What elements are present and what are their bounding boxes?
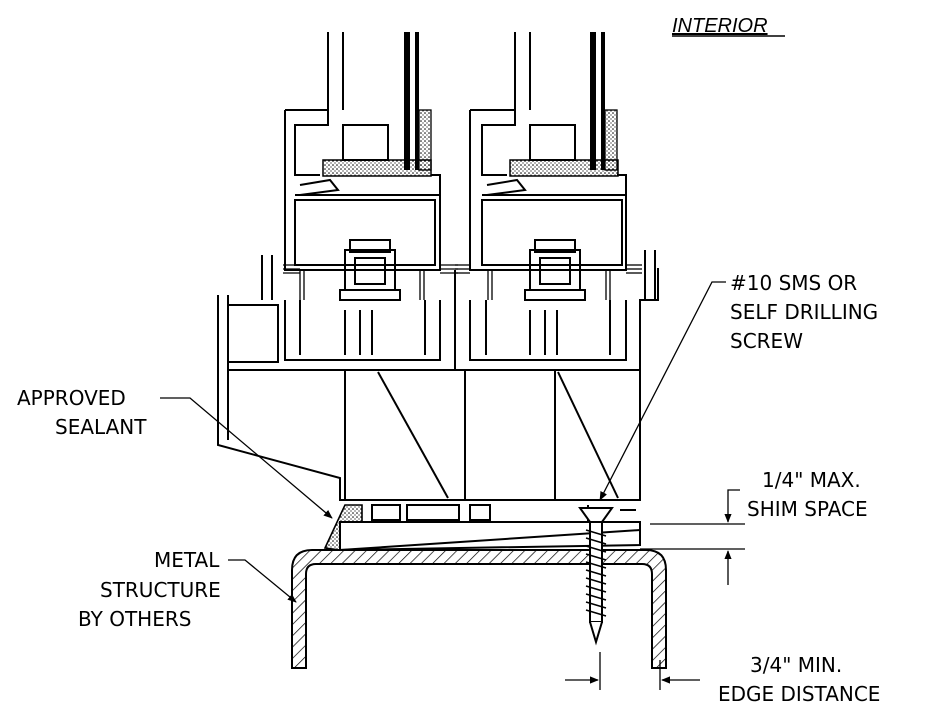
sill-frame: [217, 250, 659, 522]
shim-dimension: [640, 489, 745, 585]
right-sash: [455, 32, 642, 301]
right-glazing-gasket: [509, 159, 619, 177]
shim-callout-line2: SHIM SPACE: [747, 497, 868, 521]
screw-leader: [599, 281, 726, 501]
structure-callout-line3: BY OTHERS: [78, 607, 191, 631]
left-sash: [283, 32, 458, 301]
structure-callout-line2: STRUCTURE: [100, 578, 221, 602]
structure-leader: [228, 559, 297, 603]
screw-callout-line3: SCREW: [730, 329, 803, 353]
shim-callout-line1: 1/4" MAX.: [762, 468, 861, 492]
screw-callout-line1: #10 SMS OR: [730, 271, 857, 295]
sealant-callout-line2: SEALANT: [55, 415, 147, 439]
sealant-callout-line1: APPROVED: [17, 386, 126, 410]
screw: [578, 507, 614, 646]
screw-callout-line2: SELF DRILLING: [730, 300, 878, 324]
structure-callout-line1: METAL: [154, 548, 220, 572]
edge-callout-line2: EDGE DISTANCE: [718, 682, 880, 706]
interior-label: INTERIOR: [672, 15, 768, 37]
left-glazing-gasket: [322, 159, 432, 177]
sealant-leader: [160, 397, 333, 519]
metal-structure: [291, 549, 667, 669]
edge-dimension: [565, 652, 700, 690]
edge-callout-line1: 3/4" MIN.: [750, 653, 842, 677]
